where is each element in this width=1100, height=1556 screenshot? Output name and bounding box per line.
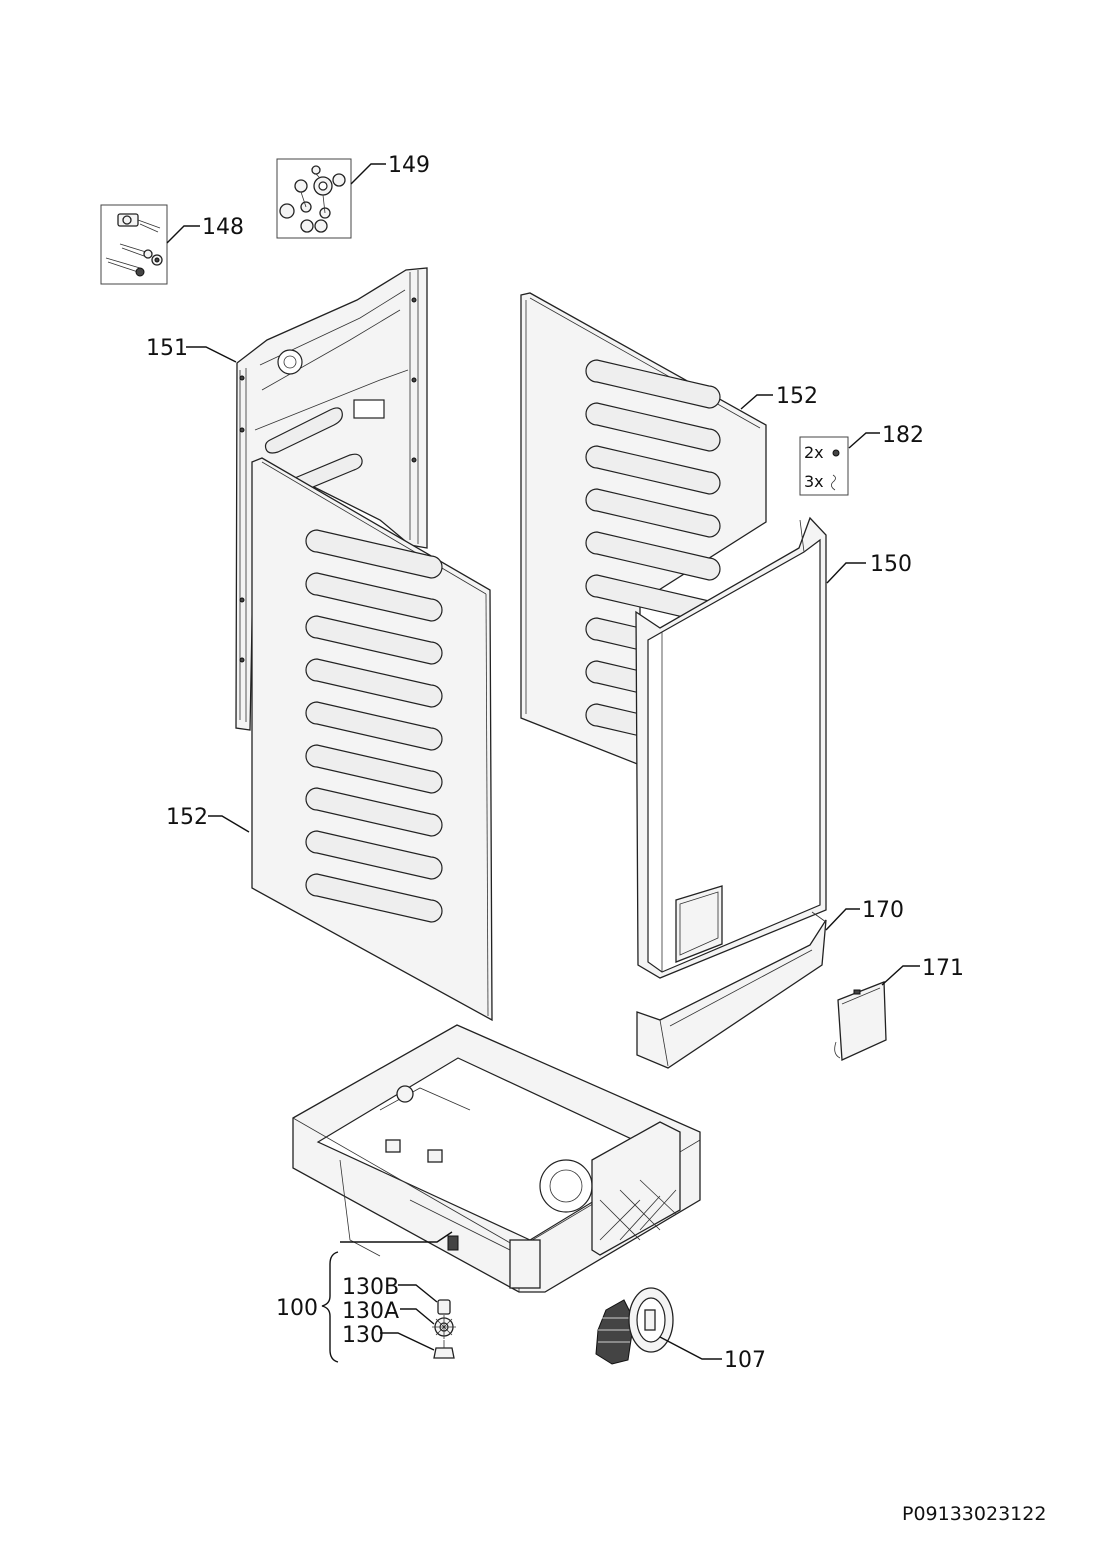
leader-148 xyxy=(166,225,200,244)
part-149-fastener-kit xyxy=(276,158,352,239)
drawing-code: P09133023122 xyxy=(902,1503,1046,1525)
label-149: 149 xyxy=(388,153,430,178)
leader-149 xyxy=(350,163,386,185)
part-107-hose-housing xyxy=(595,1287,674,1365)
part-148-screw-kit xyxy=(100,204,168,285)
label-151: 151 xyxy=(146,336,188,361)
panel-slot xyxy=(585,359,721,409)
kit-182-qty-1: 2x xyxy=(804,443,824,462)
part-152-side-panel-left xyxy=(251,457,493,1022)
part-100-base-frame xyxy=(292,1024,701,1293)
panel-slot xyxy=(305,830,443,880)
label-130a: 130A xyxy=(342,1299,399,1324)
panel-slots-left xyxy=(305,529,443,923)
label-100: 100 xyxy=(276,1296,318,1321)
label-148: 148 xyxy=(202,215,244,240)
panel-slot xyxy=(585,531,721,581)
panel-slot xyxy=(585,488,721,538)
label-150: 150 xyxy=(870,552,912,577)
leader-151 xyxy=(186,346,237,363)
leader-170 xyxy=(825,908,860,931)
part-130b-foot-cap xyxy=(437,1299,451,1315)
leader-152-top xyxy=(740,394,773,410)
leader-130a xyxy=(400,1308,435,1325)
panel-slot xyxy=(305,873,443,923)
leader-171 xyxy=(881,965,920,986)
part-171-cover-flap xyxy=(834,981,887,1061)
label-130b: 130B xyxy=(342,1275,399,1300)
part-150-front-panel xyxy=(635,516,827,979)
bracket-100 xyxy=(321,1251,339,1363)
part-130a-foot-gear xyxy=(432,1315,456,1339)
kit-182-qty-2: 3x xyxy=(804,472,824,491)
panel-slot xyxy=(305,615,443,665)
label-107: 107 xyxy=(724,1348,766,1373)
leader-100 xyxy=(340,1231,453,1243)
leader-152-left xyxy=(208,815,250,833)
leader-130b xyxy=(398,1284,438,1303)
panel-slot xyxy=(585,445,721,495)
panel-slot xyxy=(305,658,443,708)
label-182: 182 xyxy=(882,423,924,448)
leader-150 xyxy=(826,562,866,584)
leader-107 xyxy=(659,1336,722,1360)
panel-slot xyxy=(585,402,721,452)
label-152-top: 152 xyxy=(776,384,818,409)
panel-slot xyxy=(305,701,443,751)
part-130-foot xyxy=(433,1340,455,1359)
panel-slot xyxy=(305,787,443,837)
part-170-plinth xyxy=(636,911,827,1069)
leader-182 xyxy=(848,432,880,449)
label-171: 171 xyxy=(922,956,964,981)
panel-slot xyxy=(305,529,443,579)
label-170: 170 xyxy=(862,898,904,923)
panel-slot xyxy=(305,572,443,622)
label-130: 130 xyxy=(342,1323,384,1348)
leader-130 xyxy=(380,1332,435,1351)
part-182-clip-kit: 2x 3x xyxy=(799,436,849,496)
label-152-left: 152 xyxy=(166,805,208,830)
panel-slot xyxy=(305,744,443,794)
